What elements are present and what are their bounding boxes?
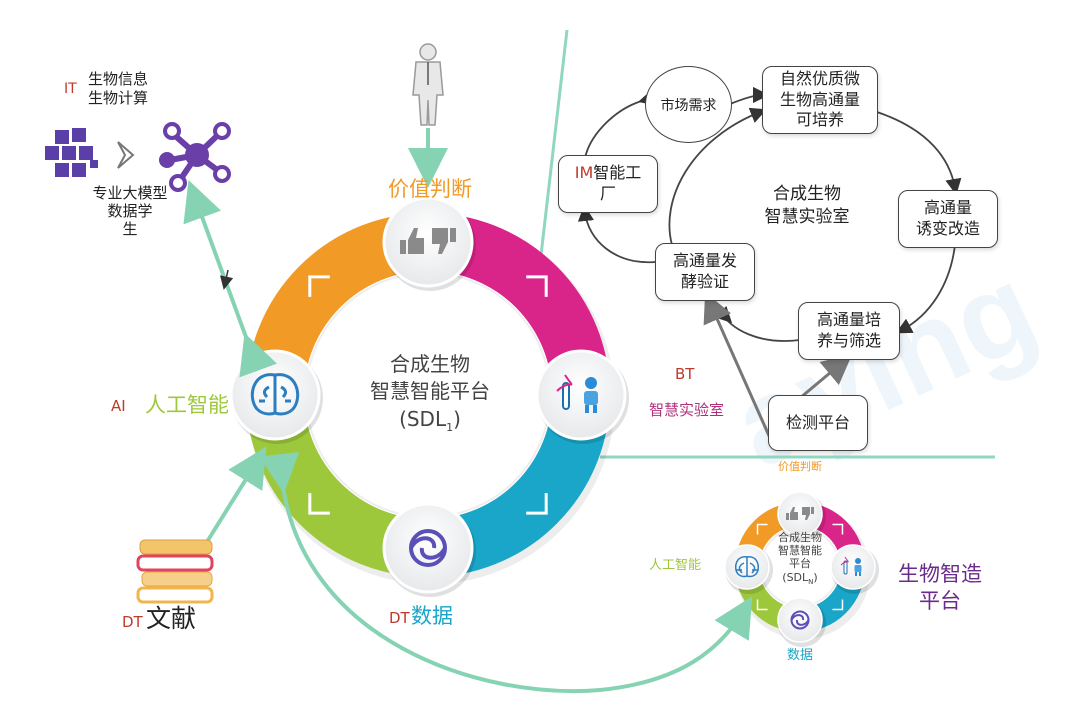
sdln-node-value — [777, 491, 823, 537]
network-icon — [159, 122, 231, 192]
it-prefix: IT — [64, 81, 77, 97]
fermentation-node: 高通量发酵验证 — [655, 243, 755, 301]
mutagenesis-node: 高通量诱变改造 — [898, 190, 998, 248]
lab-center-line2: 智慧实验室 — [764, 207, 850, 227]
sdl1-title-line3: (SDL1) — [399, 407, 461, 434]
sdl1-title-line2: 智慧智能平台 — [370, 379, 490, 403]
sdl1-title-line1: 合成生物 — [390, 352, 470, 376]
model-line2: 数据学 — [107, 202, 153, 220]
literature-prefix: DT — [122, 613, 143, 631]
natural-microbe-node: 自然优质微生物高通量可培养 — [762, 66, 878, 134]
ai-prefix: AI — [111, 397, 126, 415]
small-value-judgment: 价值判断 — [778, 460, 822, 473]
lab-center-line1: 合成生物 — [773, 184, 841, 204]
it-line2: 生物计算 — [88, 89, 149, 107]
manufacturing-line1: 生物智造 — [898, 562, 982, 586]
value-judgment-label: 价值判断 — [388, 177, 472, 201]
sdl1-chevron — [526, 275, 548, 297]
sdl1-node-value — [382, 196, 474, 288]
ai-label: 人工智能 — [145, 393, 229, 417]
detection-to-fermentation-arrow — [703, 292, 772, 439]
sdln-node-data — [777, 597, 823, 643]
sdln-inner-disc — [759, 526, 841, 608]
manufacturing-line2: 平台 — [919, 589, 961, 613]
detection-platform-node: 检测平台 — [768, 395, 868, 451]
data-prefix: DT — [389, 609, 410, 627]
sdln-thumbs-icon — [786, 507, 814, 520]
small-ai-label: 人工智能 — [649, 558, 702, 573]
chevron-right-icon — [117, 141, 135, 169]
books-icon — [136, 539, 214, 604]
sdl1-node-lab — [535, 349, 627, 441]
bt-prefix: BT — [675, 365, 695, 383]
sdl1-to-sdln-arrow — [259, 451, 753, 693]
sdln-cloud-spiral-icon — [790, 610, 810, 630]
sdln-chevron — [832, 523, 844, 535]
data-label: 数据 — [411, 604, 453, 628]
bt-label: 智慧实验室 — [649, 401, 725, 419]
sdl1-robot-tube-icon — [556, 374, 598, 413]
market-demand-node: 市场需求 — [645, 66, 732, 143]
model-ai-arrow — [183, 179, 278, 378]
literature-to-ai-arrow — [203, 446, 267, 547]
literature-label: 文献 — [146, 604, 197, 633]
sdl1-node-data — [382, 502, 474, 594]
sdl1-thumbs-icon — [400, 228, 456, 254]
sdln-robot-tube-icon — [840, 556, 862, 576]
sdln-chevron — [832, 599, 844, 611]
screening-node: 高通量培养与筛选 — [798, 302, 900, 360]
watermark: aying — [714, 240, 1055, 494]
sdln-node-lab — [830, 544, 876, 590]
detection-to-screening-arrow — [799, 354, 853, 400]
it-line1: 生物信息 — [88, 70, 149, 88]
sdl1-chevron — [308, 275, 330, 297]
sdln-chevron — [756, 599, 768, 611]
small-center-text: 合成生物 智慧智能 平台 (SDLN) — [778, 531, 822, 586]
puzzle-icon — [45, 128, 98, 177]
model-line3: 生 — [122, 220, 138, 238]
svg-text:aying: aying — [714, 240, 1055, 494]
smart-factory-node: IM智能工厂 — [558, 155, 658, 213]
sdl1-brain-icon — [250, 373, 300, 416]
small-data-label: 数据 — [786, 648, 813, 663]
sdln-chevron — [756, 523, 768, 535]
person-icon — [412, 43, 444, 126]
model-line1: 专业大模型 — [92, 184, 168, 202]
